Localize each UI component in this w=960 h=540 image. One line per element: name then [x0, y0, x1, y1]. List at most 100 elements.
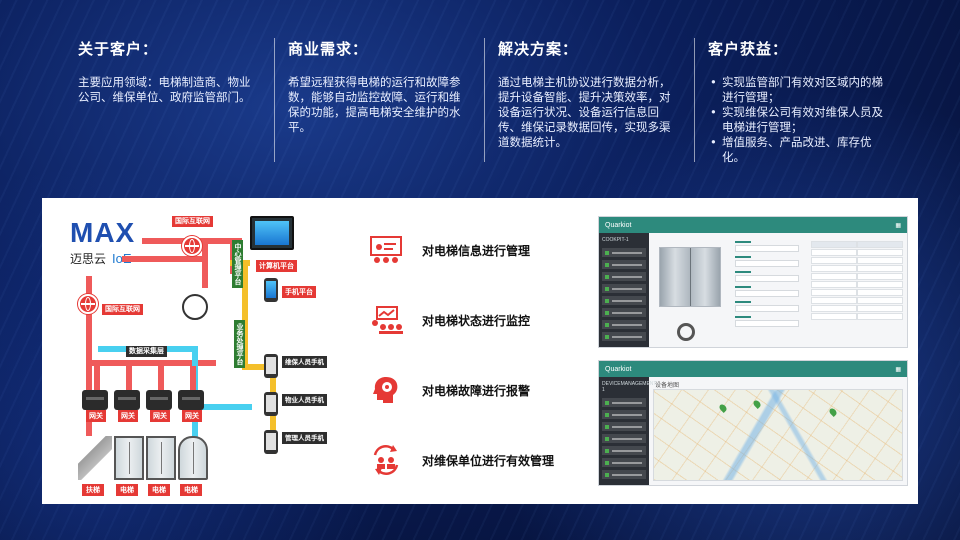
- center-platform-tag: 中心管理平台: [232, 240, 243, 288]
- lift-label: 电梯: [148, 484, 170, 496]
- gateway-icon: [146, 390, 172, 410]
- column-title: 商业需求：: [288, 40, 369, 58]
- app-logo: Quarkiot: [605, 221, 632, 229]
- pipe-left: [86, 276, 92, 436]
- benefit-item: 增值服务、产品改进、库存优化。: [708, 135, 890, 165]
- elevator-icon: [146, 436, 176, 480]
- column-business-needs: 商业需求： 希望远程获得电梯的运行和故障参数，能够自动监控故障、运行和维保的功能…: [274, 38, 484, 168]
- grid-icon: ▦: [895, 221, 901, 229]
- phone-icon: [264, 392, 278, 416]
- benefit-list: 实现监管部门有效对区域内的梯进行管理； 实现维保公司有效对维保人员及电梯进行管理…: [708, 75, 890, 165]
- team-manage-icon: [368, 442, 404, 478]
- feature-label: 对电梯故障进行报警: [422, 383, 531, 398]
- logo-cn-text: 迈思云: [70, 252, 107, 266]
- gateway-icon: [114, 390, 140, 410]
- sidebar-item: [602, 296, 646, 305]
- device-info-table: [811, 241, 903, 321]
- gauge-icon: [677, 323, 695, 341]
- pipe-data-layer: [86, 360, 216, 366]
- feature-label: 对维保单位进行有效管理: [422, 453, 555, 468]
- column-solution: 解决方案： 通过电梯主机协议进行数据分析，提升设备智能、提升决策效率，对设备运行…: [484, 38, 694, 168]
- pipe-gw-1: [94, 366, 100, 392]
- sidebar-item: [602, 272, 646, 281]
- pipe-gw-2: [126, 366, 132, 392]
- phone-label: 物业人员手机: [282, 394, 327, 406]
- sidebar-item: [602, 398, 646, 407]
- app-screenshot-device-map: Quarkiot ▦ DEVICEMANAGEMENT-1 设备地图: [598, 360, 908, 486]
- escalator-icon: [78, 436, 112, 480]
- internet-globe-icon: [78, 294, 98, 314]
- max-logo: MAX 迈思云 IoE: [70, 218, 135, 267]
- info-columns: 关于客户： 主要应用领域：电梯制造商、物业公司、维保单位、政府监管部门。 商业需…: [64, 38, 904, 168]
- lift-label: 扶梯: [82, 484, 104, 496]
- elevator-icon: [114, 436, 144, 480]
- column-title: 解决方案：: [498, 40, 579, 58]
- column-title: 关于客户：: [78, 40, 159, 58]
- gateway-label: 网关: [118, 410, 138, 422]
- mobile-phone-icon: [264, 278, 278, 302]
- sidebar-item: [602, 410, 646, 419]
- sidebar-item: [602, 434, 646, 443]
- sidebar-item: [602, 260, 646, 269]
- column-about-customer: 关于客户： 主要应用领域：电梯制造商、物业公司、维保单位、政府监管部门。: [64, 38, 274, 168]
- app-sidebar: COOKPIT-1: [599, 233, 649, 347]
- feature-info-management: 对电梯信息进行管理: [368, 228, 578, 272]
- internet-left-tag: 国际互联网: [102, 304, 143, 315]
- feature-maintenance-management: 对维保单位进行有效管理: [368, 438, 578, 482]
- map-title: 设备地图: [655, 382, 680, 389]
- map-pin-icon: [828, 407, 838, 417]
- map-pin-icon: [752, 399, 762, 409]
- app-sidebar: DEVICEMANAGEMENT-1: [599, 377, 658, 485]
- gateway-icon: [178, 390, 204, 410]
- sidebar-item: [602, 422, 646, 431]
- sidebar-item: [602, 320, 646, 329]
- benefit-item: 实现维保公司有效对维保人员及电梯进行管理；: [708, 105, 890, 135]
- monitoring-icon: [368, 302, 404, 338]
- app-logo: Quarkiot: [605, 365, 632, 373]
- internet-globe-icon: [182, 236, 202, 256]
- app-header-bar: Quarkiot ▦: [599, 361, 907, 377]
- column-text: 通过电梯主机协议进行数据分析，提升设备智能、提升决策效率，对设备运行状况、设备运…: [498, 75, 671, 149]
- app-header-bar: Quarkiot ▦: [599, 217, 907, 233]
- app-screenshot-cockpit: Quarkiot ▦ COOKPIT-1: [598, 216, 908, 348]
- capsule-elevator-icon: [178, 436, 208, 480]
- feature-fault-alarm: 对电梯故障进行报警: [368, 368, 578, 412]
- map-pin-icon: [718, 403, 728, 413]
- computer-monitor-icon: [250, 216, 294, 250]
- sidebar-header: COOKPIT-1: [602, 237, 629, 243]
- gateway-icon: [82, 390, 108, 410]
- pipe-yellow-v: [242, 260, 248, 370]
- column-text: 主要应用领域：电梯制造商、物业公司、维保单位、政府监管部门。: [78, 75, 251, 104]
- feature-label: 对电梯状态进行监控: [422, 313, 531, 328]
- sidebar-item: [602, 284, 646, 293]
- gateway-label: 网关: [86, 410, 106, 422]
- column-text: 希望远程获得电梯的运行和故障参数，能够自动监控故障、运行和维保的功能，提高电梯安…: [288, 75, 461, 134]
- gateway-label: 网关: [182, 410, 202, 422]
- sidebar-item: [602, 308, 646, 317]
- phone-label: 维保人员手机: [282, 356, 327, 368]
- app-main-content: [653, 237, 903, 343]
- computer-platform-tag: 计算机平台: [256, 260, 297, 272]
- pipe-gw-3: [158, 366, 164, 392]
- signal-tower-icon: [182, 294, 208, 320]
- logo-main-text: MAX: [70, 217, 136, 248]
- column-customer-benefits: 客户获益： 实现监管部门有效对区域内的梯进行管理； 实现维保公司有效对维保人员及…: [694, 38, 904, 168]
- feature-list: 对电梯信息进行管理 对电梯状态进行监控 对电梯故障进行报警 对维保单位进行有效管…: [368, 228, 578, 508]
- elevator-photo: [659, 247, 721, 307]
- pipe-gw-4: [190, 366, 196, 392]
- content-panel: MAX 迈思云 IoE 国际互联网 国际互联网 中心管理平台 计算机平台: [42, 198, 918, 504]
- sidebar-item: [602, 458, 646, 467]
- pipe-yellow-to-phones: [242, 364, 276, 370]
- lift-label: 电梯: [116, 484, 138, 496]
- mobile-platform-tag: 手机平台: [282, 286, 316, 298]
- presentation-icon: [368, 232, 404, 268]
- pipe-top-down: [202, 238, 208, 288]
- sidebar-item: [602, 248, 646, 257]
- gateway-label: 网关: [150, 410, 170, 422]
- pipe-cyan-h: [192, 404, 252, 410]
- business-platform-tag: 业务处理平台: [234, 320, 245, 368]
- data-layer-tag: 数据采集层: [126, 346, 167, 357]
- phone-label: 管理人员手机: [282, 432, 327, 444]
- sidebar-item: [602, 470, 646, 479]
- grid-icon: ▦: [895, 365, 901, 373]
